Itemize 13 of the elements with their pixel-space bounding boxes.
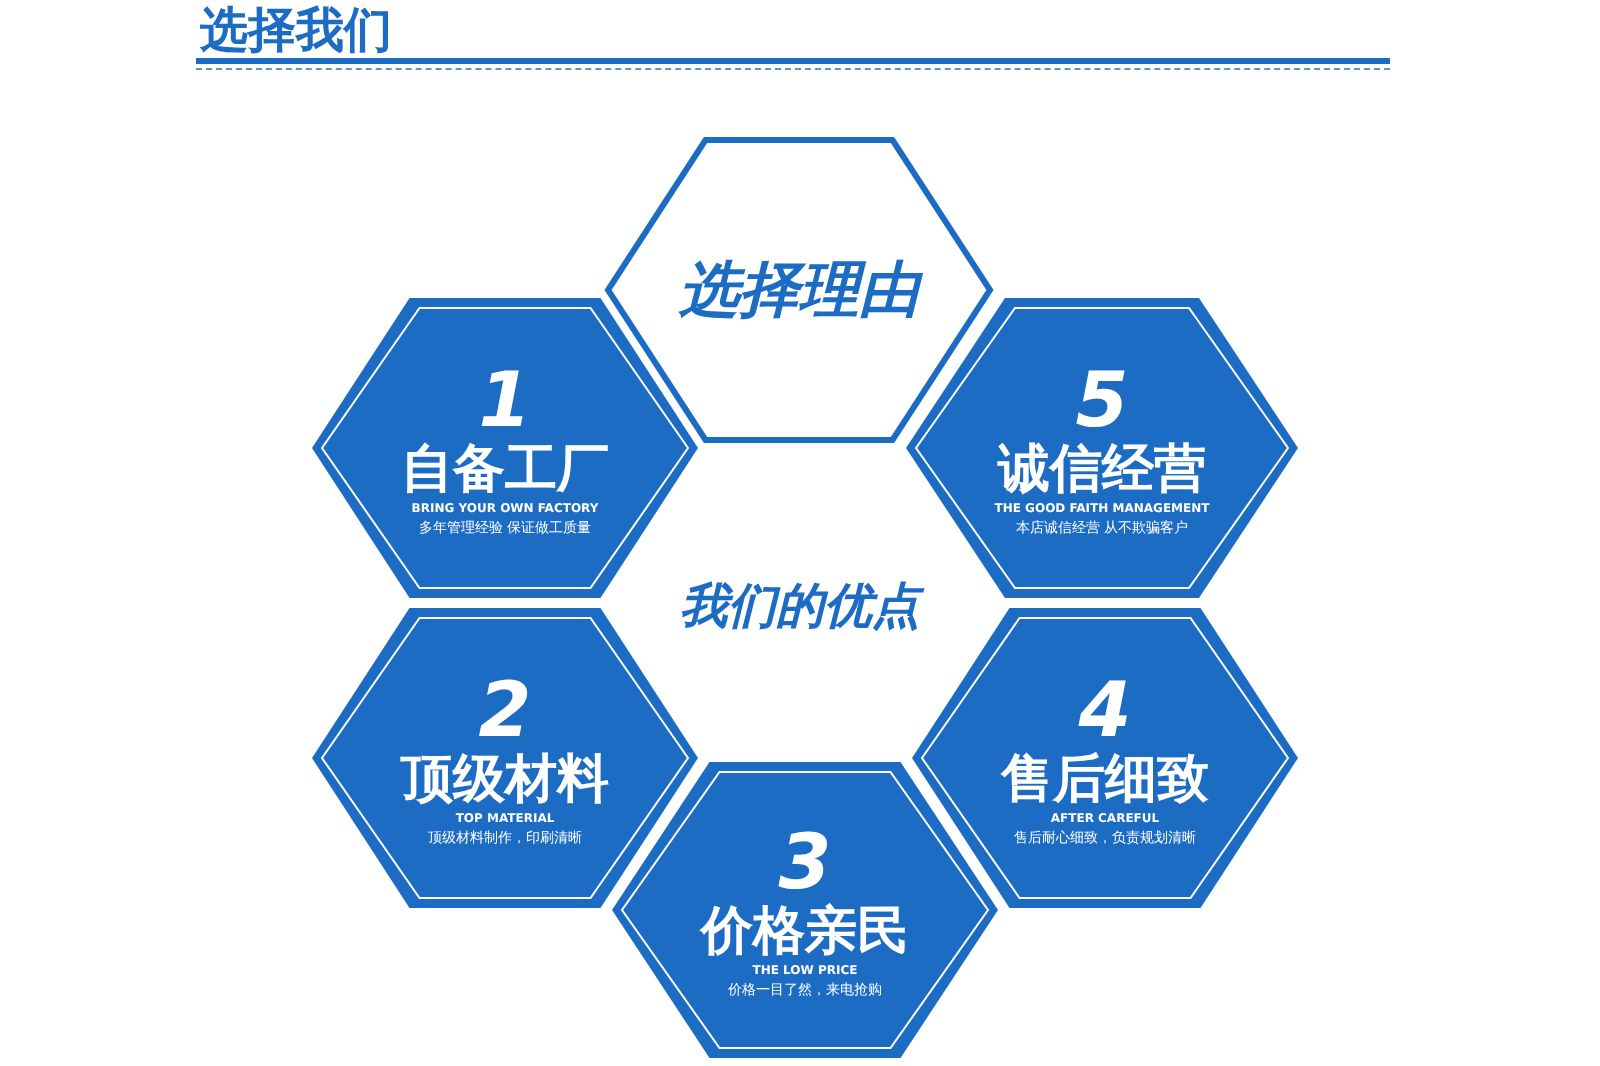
heading-label: 诚信经营 [998,439,1206,499]
center-label: 我们的优点 [600,570,1000,642]
heading-label: 自备工厂 [401,439,609,499]
heading-label: 顶级材料 [401,749,609,809]
number-label: 3 [778,821,832,901]
number-label: 5 [1075,359,1129,439]
page-title: 选择我们 [200,0,392,60]
number-label: 2 [478,669,532,749]
heading-label: 选择理由 [679,253,919,329]
heading-label: 售后细致 [1001,749,1209,809]
number-label: 1 [478,359,532,439]
heading-label: 价格亲民 [701,901,909,961]
number-label: 4 [1078,669,1132,749]
